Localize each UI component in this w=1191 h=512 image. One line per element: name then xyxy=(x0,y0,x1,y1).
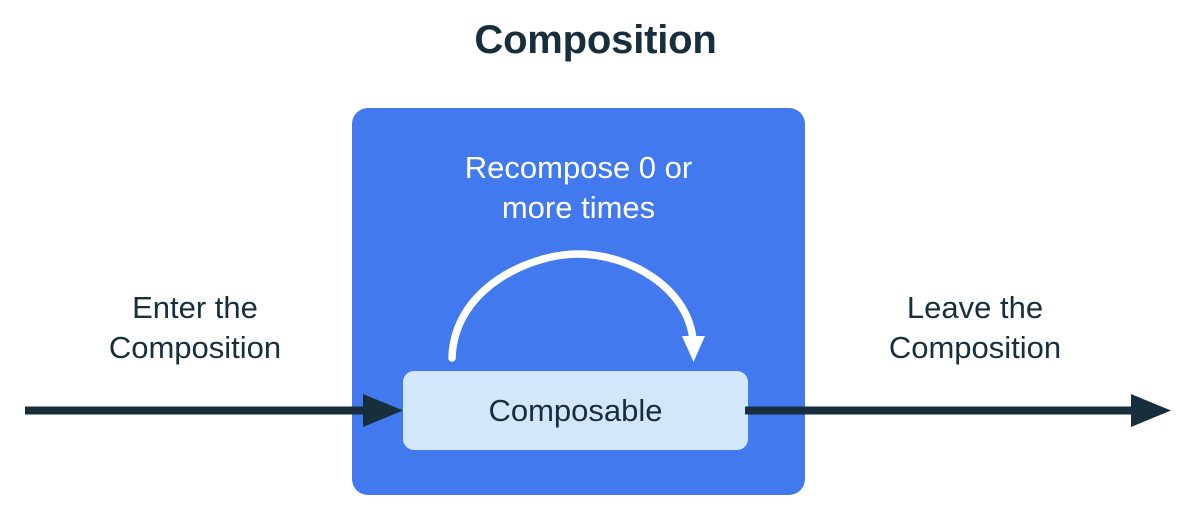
enter-arrow-icon xyxy=(25,394,403,427)
recompose-label-line2: more times xyxy=(501,189,656,225)
recompose-label-line1: Recompose 0 or xyxy=(464,150,693,185)
enter-composition-label-line1: Enter the xyxy=(132,290,258,325)
enter-composition-label-line2: Composition xyxy=(108,329,282,365)
composable-node[interactable]: Composable xyxy=(403,371,748,450)
leave-composition-label-line1: Leave the xyxy=(906,290,1044,325)
composable-label: Composable xyxy=(488,393,663,428)
page-title: Composition xyxy=(474,18,717,62)
leave-composition-label: Leave the Composition xyxy=(810,288,1140,367)
recompose-label: Recompose 0 or more times xyxy=(352,148,805,227)
enter-composition-label: Enter the Composition xyxy=(40,288,350,367)
leave-arrow-icon xyxy=(745,394,1171,427)
curved-loop-arrow-icon xyxy=(448,250,705,362)
leave-composition-label-line2: Composition xyxy=(888,329,1062,365)
